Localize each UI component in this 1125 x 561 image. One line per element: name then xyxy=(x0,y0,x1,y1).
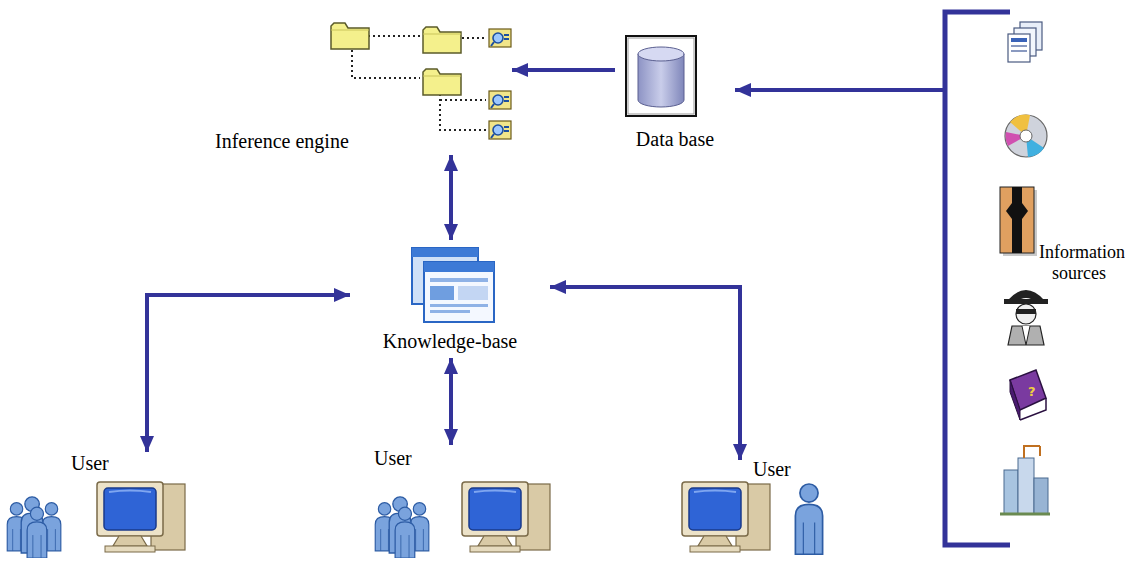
arrow-connector xyxy=(449,358,453,445)
icon-node: Information sources xyxy=(945,10,1123,547)
node-label: Information sources xyxy=(1039,242,1119,283)
node-label: Inference engine xyxy=(215,130,349,153)
knowledge-base-icon xyxy=(412,248,494,322)
icon-node: User xyxy=(372,445,552,558)
svg-text:?: ? xyxy=(1028,384,1036,399)
icon-node: User xyxy=(675,460,840,558)
arrow-connector xyxy=(735,88,945,92)
source-icons: ? xyxy=(1000,22,1050,514)
arrow-connector xyxy=(512,68,615,72)
arrow-connector xyxy=(449,155,453,240)
node-label: Data base xyxy=(636,128,714,151)
node-label: User xyxy=(374,447,412,470)
database-icon xyxy=(626,36,696,116)
icon-node: Data base xyxy=(615,30,735,155)
node-label: Knowledge-base xyxy=(383,330,517,353)
icon-node: User xyxy=(5,452,190,558)
node-label: User xyxy=(71,452,109,475)
sources-bracket xyxy=(945,12,1010,545)
folder-tree xyxy=(331,23,511,139)
user-icons xyxy=(7,482,822,558)
arrow-connector xyxy=(147,295,350,452)
icon-node: Knowledge-base xyxy=(350,240,550,358)
arrow-connector xyxy=(550,287,740,460)
icon-node: Inference engine xyxy=(210,12,512,155)
node-label: User xyxy=(753,458,791,481)
